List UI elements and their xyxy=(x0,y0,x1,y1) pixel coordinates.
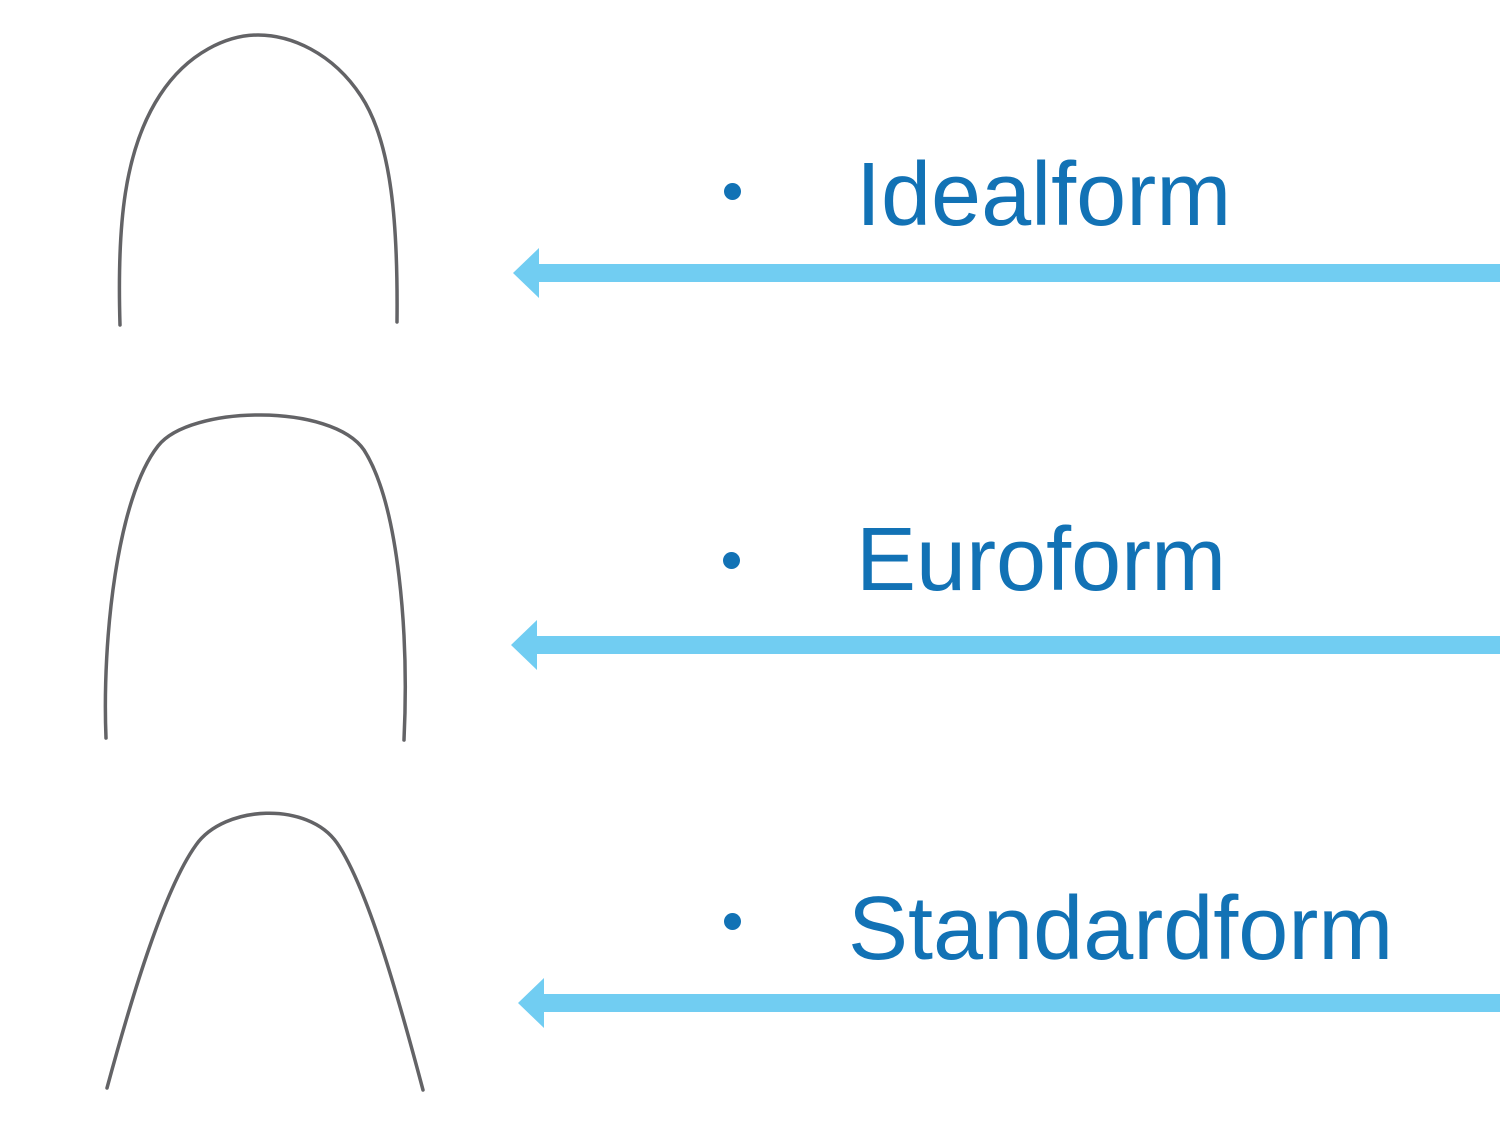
left-arrow-icon xyxy=(518,978,1500,1028)
bullet-dot-icon xyxy=(724,183,741,200)
left-arrow-icon xyxy=(511,620,1500,670)
item-label-idealform: Idealform xyxy=(856,145,1232,245)
idealform-archwire-image xyxy=(117,33,399,327)
left-arrow-icon xyxy=(513,248,1500,298)
bullet-dot-icon xyxy=(723,552,740,569)
bullet-dot-icon xyxy=(724,913,741,930)
euroform-archwire-image xyxy=(103,413,407,742)
item-label-standardform: Standardform xyxy=(848,879,1394,979)
item-label-euroform: Euroform xyxy=(856,510,1227,610)
standardform-archwire-image xyxy=(105,811,425,1092)
